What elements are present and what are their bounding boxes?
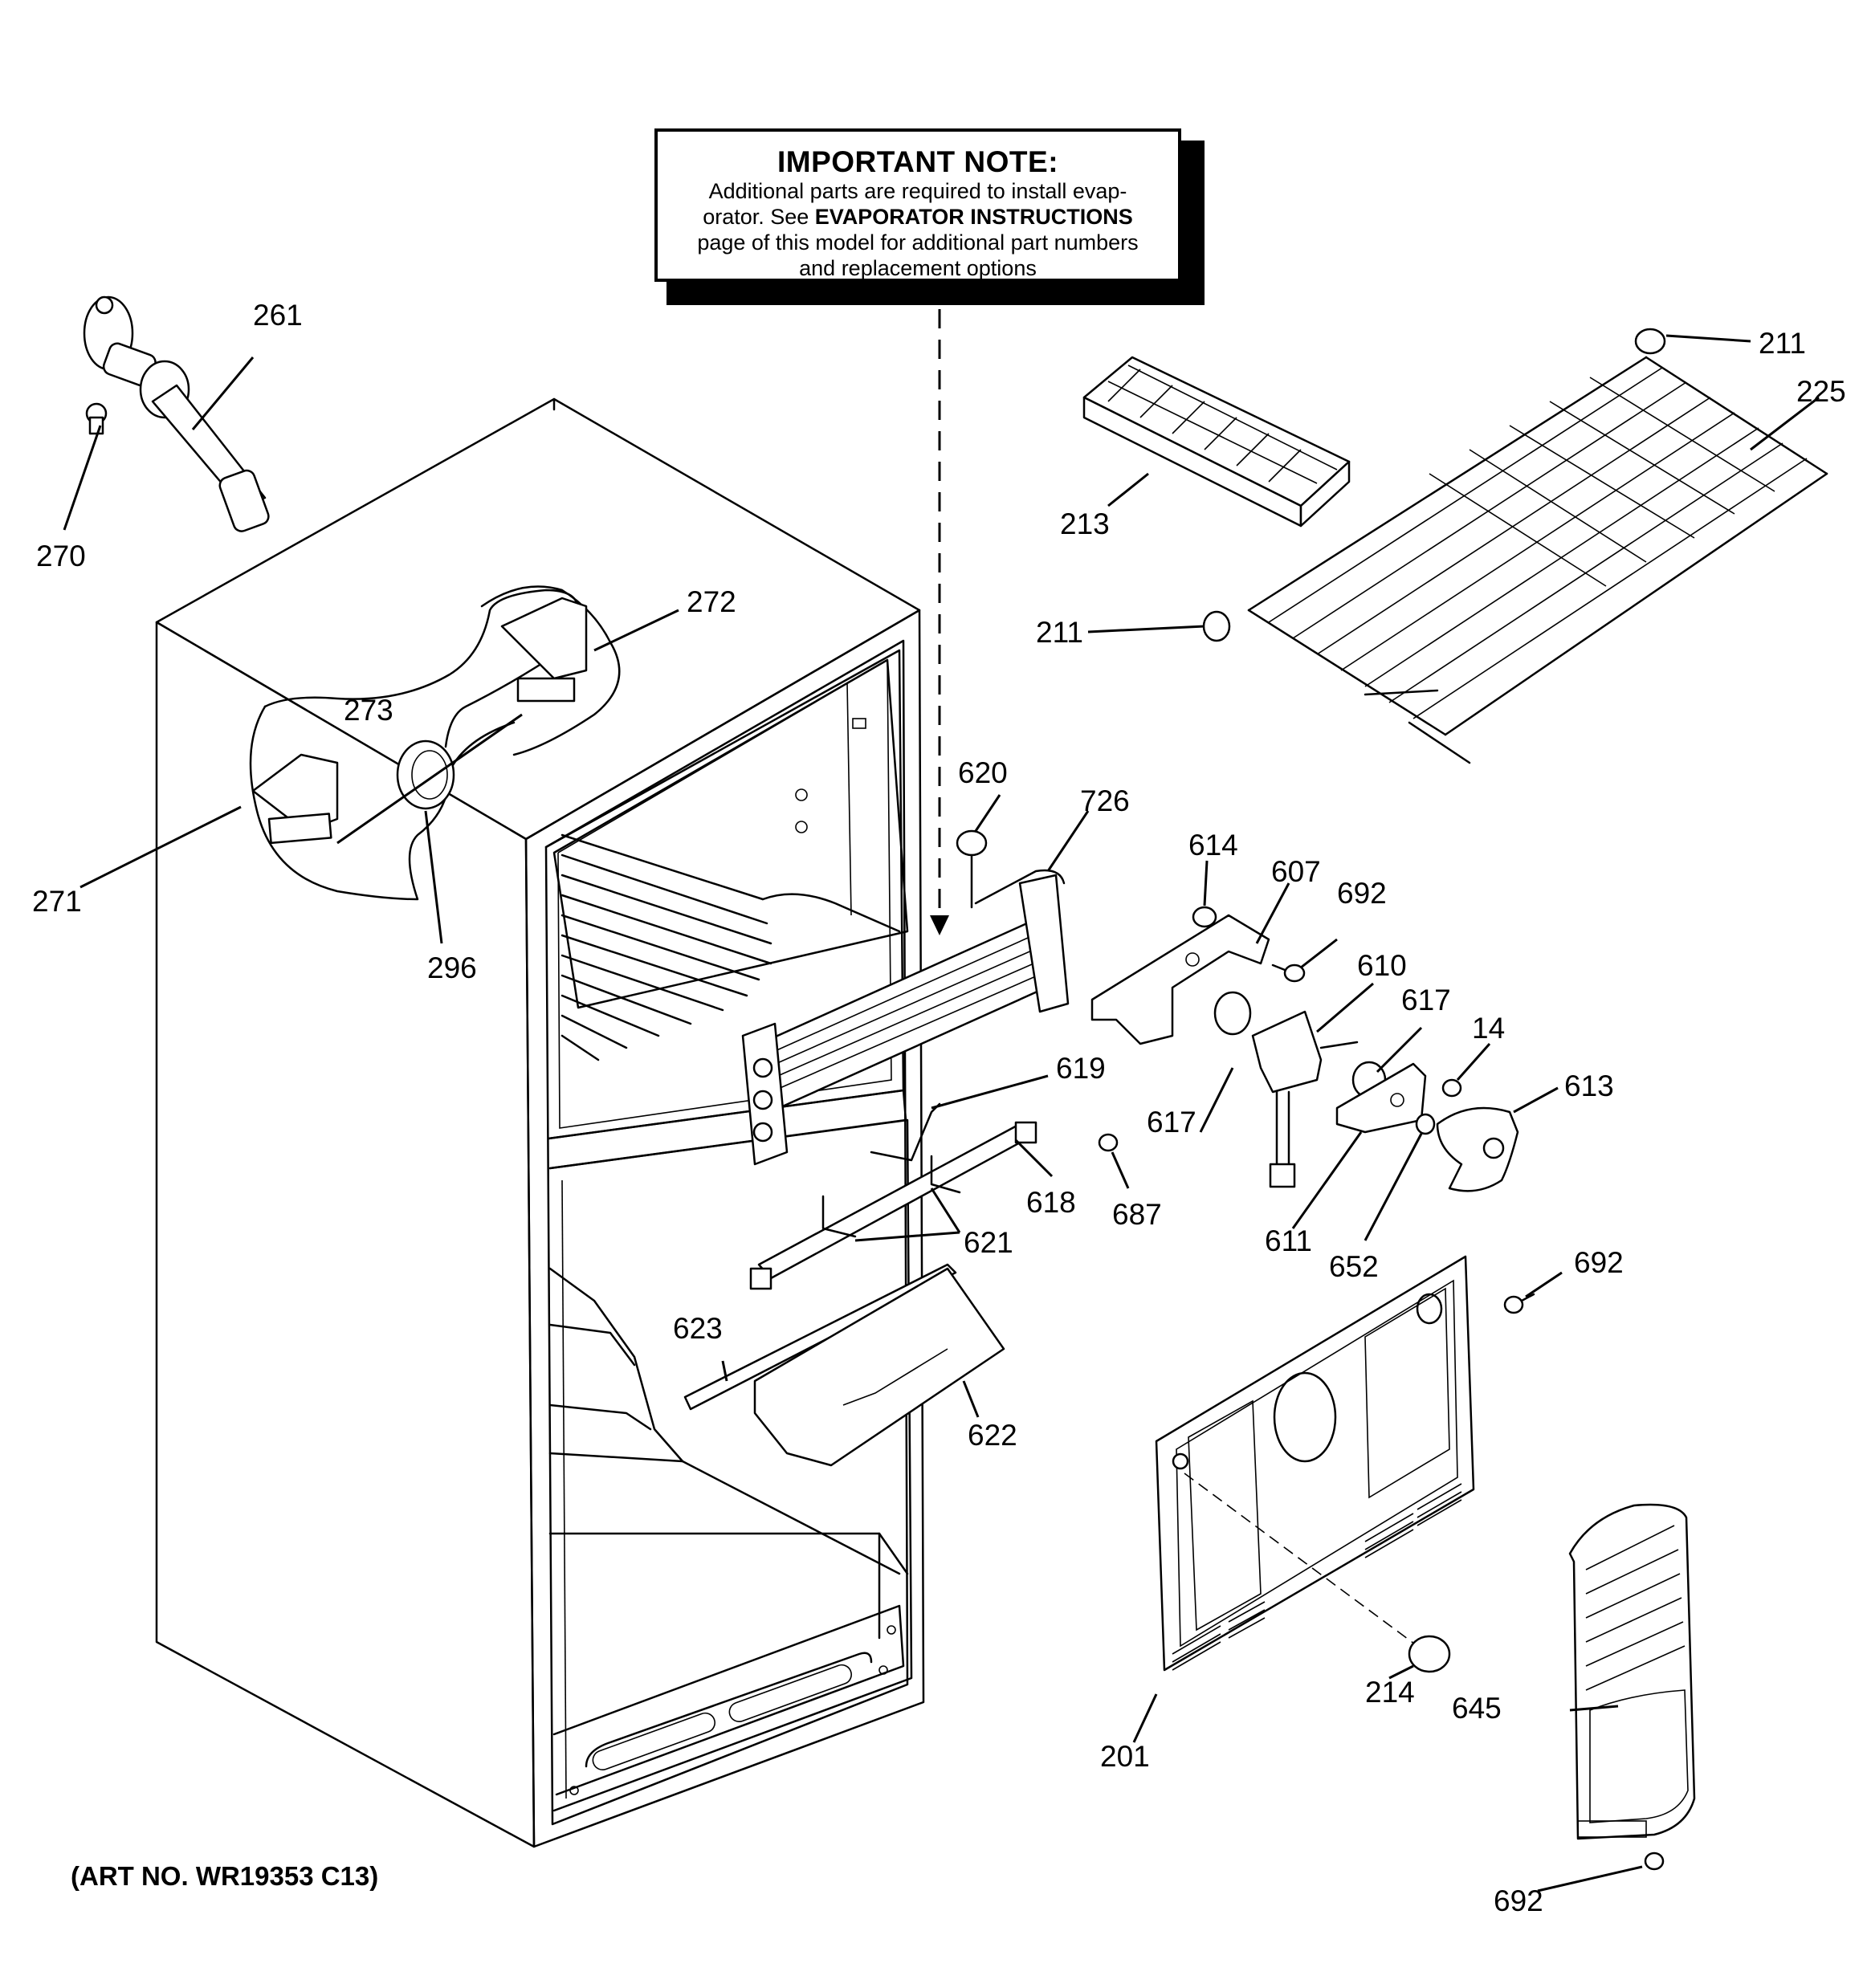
note-line-4: and replacement options — [799, 256, 1037, 280]
callout-211-bottom: 211 — [1036, 616, 1083, 649]
note-line-3: page of this model for additional part n… — [697, 230, 1139, 255]
shelf-clip-part-211-bottom — [1202, 610, 1231, 642]
leader-lines — [63, 334, 1820, 1892]
callout-611: 611 — [1265, 1224, 1312, 1257]
screw-part-687 — [1098, 1133, 1119, 1152]
heater-clips-part-621 — [821, 1155, 961, 1238]
callout-211-top: 211 — [1759, 327, 1806, 360]
callout-692-bottom: 692 — [1494, 1884, 1543, 1917]
callout-607: 607 — [1271, 855, 1321, 888]
grommet-part-652 — [1415, 1113, 1436, 1135]
rod-part-623 — [683, 1263, 957, 1411]
bracket-part-607 — [1090, 914, 1270, 1045]
callout-645: 645 — [1452, 1692, 1502, 1725]
callout-692-mid: 692 — [1574, 1246, 1624, 1279]
callout-652: 652 — [1329, 1250, 1379, 1283]
evaporator-part-726 — [741, 869, 1070, 1166]
callout-618: 618 — [1026, 1186, 1076, 1219]
evaporator-cover-part-201 — [1155, 1255, 1475, 1672]
note-line-2-prefix: orator. See — [703, 205, 815, 229]
callout-296: 296 — [427, 951, 477, 984]
callout-14: 14 — [1472, 1012, 1505, 1045]
note-title: IMPORTANT NOTE: — [777, 145, 1059, 178]
screw-part-270 — [85, 402, 108, 435]
ice-tray-part-213 — [1082, 356, 1351, 528]
callout-614: 614 — [1188, 829, 1238, 862]
mounting-blocks-parts-271-272-273 — [251, 597, 588, 845]
wire-shelf-part-225 — [1247, 356, 1828, 764]
note-pointer-arrow — [930, 309, 949, 935]
defrost-heater-part-618 — [749, 1121, 1037, 1290]
callout-261: 261 — [253, 299, 303, 332]
callout-623: 623 — [673, 1312, 723, 1345]
screw-part-14 — [1441, 1078, 1462, 1098]
callout-201: 201 — [1100, 1740, 1150, 1773]
note-line-1: Additional parts are required to install… — [708, 179, 1127, 203]
callout-272: 272 — [687, 585, 736, 618]
note-line-2-bold: EVAPORATOR INSTRUCTIONS — [814, 205, 1133, 229]
callout-225: 225 — [1796, 375, 1846, 408]
sensor-part-620 — [956, 829, 988, 909]
water-tube-part-261 — [83, 295, 270, 532]
thermistor-part-296 — [396, 739, 455, 810]
art-number: (ART NO. WR19353 C13) — [71, 1861, 379, 1891]
callout-620: 620 — [958, 756, 1008, 789]
air-duct-part-645 — [1568, 1503, 1696, 1840]
callout-270: 270 — [36, 540, 86, 572]
motor-mount-part-617-left — [1213, 991, 1252, 1036]
fan-motor-part-610 — [1251, 1010, 1359, 1188]
important-note-box: IMPORTANT NOTE: Additional parts are req… — [654, 128, 1181, 282]
callout-687: 687 — [1112, 1198, 1162, 1231]
plug-part-214 — [1408, 1635, 1451, 1673]
screw-part-692-top — [1271, 963, 1306, 983]
callout-622: 622 — [968, 1419, 1017, 1452]
callout-273: 273 — [344, 694, 393, 727]
callout-619: 619 — [1056, 1052, 1106, 1085]
shelf-clip-part-211-top — [1634, 328, 1666, 355]
screw-part-692-bottom — [1644, 1852, 1665, 1871]
callout-617-left: 617 — [1147, 1106, 1196, 1139]
fan-blade-part-613 — [1436, 1106, 1519, 1192]
callout-692-top: 692 — [1337, 877, 1387, 910]
note-line-2: orator. See EVAPORATOR INSTRUCTIONS — [658, 204, 1178, 230]
callout-617-right: 617 — [1401, 984, 1451, 1016]
drain-trough-part-622 — [753, 1267, 1005, 1467]
callout-621: 621 — [964, 1226, 1013, 1259]
callout-numbers: 261 270 272 273 271 296 211 225 213 211 … — [32, 299, 1846, 1917]
grommet-part-614 — [1192, 906, 1217, 928]
callout-271: 271 — [32, 885, 82, 918]
callout-610: 610 — [1357, 949, 1407, 982]
callout-613: 613 — [1564, 1069, 1614, 1102]
callout-213: 213 — [1060, 507, 1110, 540]
callout-214: 214 — [1365, 1676, 1415, 1709]
screw-part-692-mid — [1503, 1293, 1535, 1314]
callout-726: 726 — [1080, 784, 1130, 817]
